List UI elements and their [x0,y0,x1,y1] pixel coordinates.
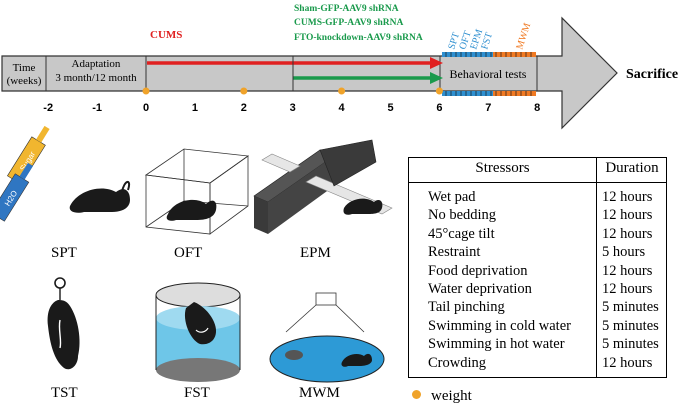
header-duration: Duration [605,160,659,176]
stressor-name: Wet pad [428,189,476,205]
table-header: Stressors Duration [409,158,666,183]
stressor-duration: 12 hours [602,262,653,279]
stressor-name: Swimming in hot water [428,336,565,353]
week-tick-label: 6 [436,102,442,114]
panel-label-spt: SPT [51,245,77,261]
stressor-duration: 12 hours [602,189,653,205]
table-row: Tail pinching 5 minutes [409,299,666,317]
week-tick-label: 8 [534,102,540,114]
time-label-1: Time [13,62,36,74]
weight-legend: weight [412,388,472,405]
weight-dot-icon [412,390,421,399]
virus-group-2: CUMS-GFP-AAV9 shRNA [294,18,403,28]
stressor-name: Tail pinching [428,299,505,316]
virus-group-3: FTO-knockdown-AAV9 shRNA [294,33,423,43]
test-label-fst: FST [479,31,495,51]
stressor-duration: 5 hours [602,244,646,261]
sacrifice-label: Sacrifice [626,67,678,82]
blue-bar-top [442,52,493,57]
week-tick-label: 1 [192,102,198,114]
fst-illustration [155,282,241,382]
tst-illustration [47,277,80,370]
spt-mouse [69,188,130,213]
mwm-illustration [269,292,385,383]
stressor-duration: 12 hours [602,281,653,297]
stressor-duration: 5 minutes [602,299,659,316]
table-row: Restraint 5 hours [409,244,666,262]
cums-label: CUMS [150,29,182,41]
stressor-duration: 5 minutes [602,336,659,353]
timeline-arrow [1,16,618,130]
stressor-name: No bedding [428,207,497,224]
weight-dot [240,87,248,95]
week-tick-label: -1 [92,102,102,114]
table-row: Water deprivation 12 hours [409,281,666,299]
epm-mouse [343,198,383,215]
orange-bar-bottom [493,91,536,96]
time-label-2: (weeks) [7,75,42,87]
legend-weight-label: weight [431,388,472,404]
panel-label-mwm: MWM [299,385,340,401]
panel-label-fst: FST [184,385,210,401]
panel-label-epm: EPM [300,245,331,261]
adaptation-label-2: 3 month/12 month [55,72,137,84]
week-tick-label: 7 [485,102,491,114]
cums-arrowhead [430,57,443,69]
stressor-duration: 5 minutes [602,317,659,334]
stressor-duration: 12 hours [602,354,653,371]
virus-group-1: Sham-GFP-AAV9 shRNA [294,4,399,14]
week-tick-label: 0 [143,102,149,114]
stressor-name: Swimming in cold water [428,317,571,334]
week-tick-label: 5 [387,102,393,114]
table-row: Swimming in hot water 5 minutes [409,336,666,354]
weight-dot [338,87,346,95]
week-ticks: -2 -1 0 1 2 3 4 5 6 7 8 [43,102,540,114]
table-row: Wet pad 12 hours [409,189,666,207]
week-tick-label: 3 [290,102,296,114]
week-tick-label: 4 [339,102,346,114]
stressor-duration: 12 hours [602,225,653,242]
week-tick-label: 2 [241,102,247,114]
behavioral-tests-label: Behavioral tests [450,67,527,81]
stressor-name: Crowding [428,354,486,371]
oft-mouse [166,199,217,221]
stressor-name: Restraint [428,244,481,261]
panel-label-oft: OFT [174,245,203,261]
spt-illustration: Sugar H2O [0,125,131,222]
stressor-duration: 12 hours [602,207,653,224]
epm-illustration [253,139,393,234]
week-tick-label: -2 [43,102,53,114]
stressor-name: Water deprivation [428,281,532,297]
table-row: 45°cage tilt 12 hours [409,226,666,244]
table-row: Swimming in cold water 5 minutes [409,318,666,336]
virus-arrowhead [430,72,443,84]
stressor-name: 45°cage tilt [428,225,495,242]
panel-label-tst: TST [51,385,78,401]
oft-illustration [144,148,250,235]
test-label-spt: SPT [446,31,462,51]
weight-dot [142,87,150,95]
weight-dots [142,87,443,95]
test-label-mwm: MWM [514,22,533,51]
behavioral-bars [442,52,536,96]
weight-dot [435,87,443,95]
table-row: Crowding 12 hours [409,355,666,373]
table-column-divider [596,158,597,377]
adaptation-label-1: Adaptation [72,58,121,70]
header-stressors: Stressors [475,160,530,176]
stressor-name: Food deprivation [428,262,528,279]
orange-bar-top [493,52,536,57]
table-row: No bedding 12 hours [409,207,666,225]
table-row: Food deprivation 12 hours [409,263,666,281]
blue-bar-bottom [442,91,493,96]
